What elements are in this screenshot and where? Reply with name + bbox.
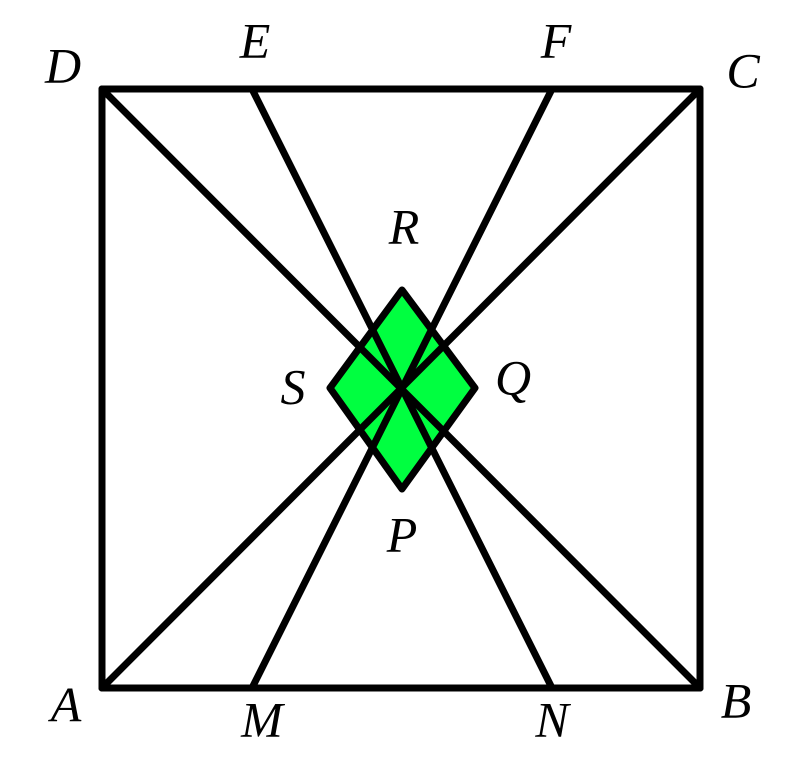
label-d: D [44,37,81,93]
label-a: A [48,676,82,732]
label-n: N [534,691,571,747]
label-e: E [239,12,271,68]
label-q: Q [495,349,531,405]
label-p: P [386,506,418,562]
label-f: F [540,12,572,68]
label-m: M [240,691,285,747]
label-b: B [721,672,752,728]
label-s: S [281,358,306,414]
label-c: C [726,42,760,98]
label-r: R [388,198,420,254]
rhombus-outline [326,286,479,493]
segment-fm [248,85,556,692]
